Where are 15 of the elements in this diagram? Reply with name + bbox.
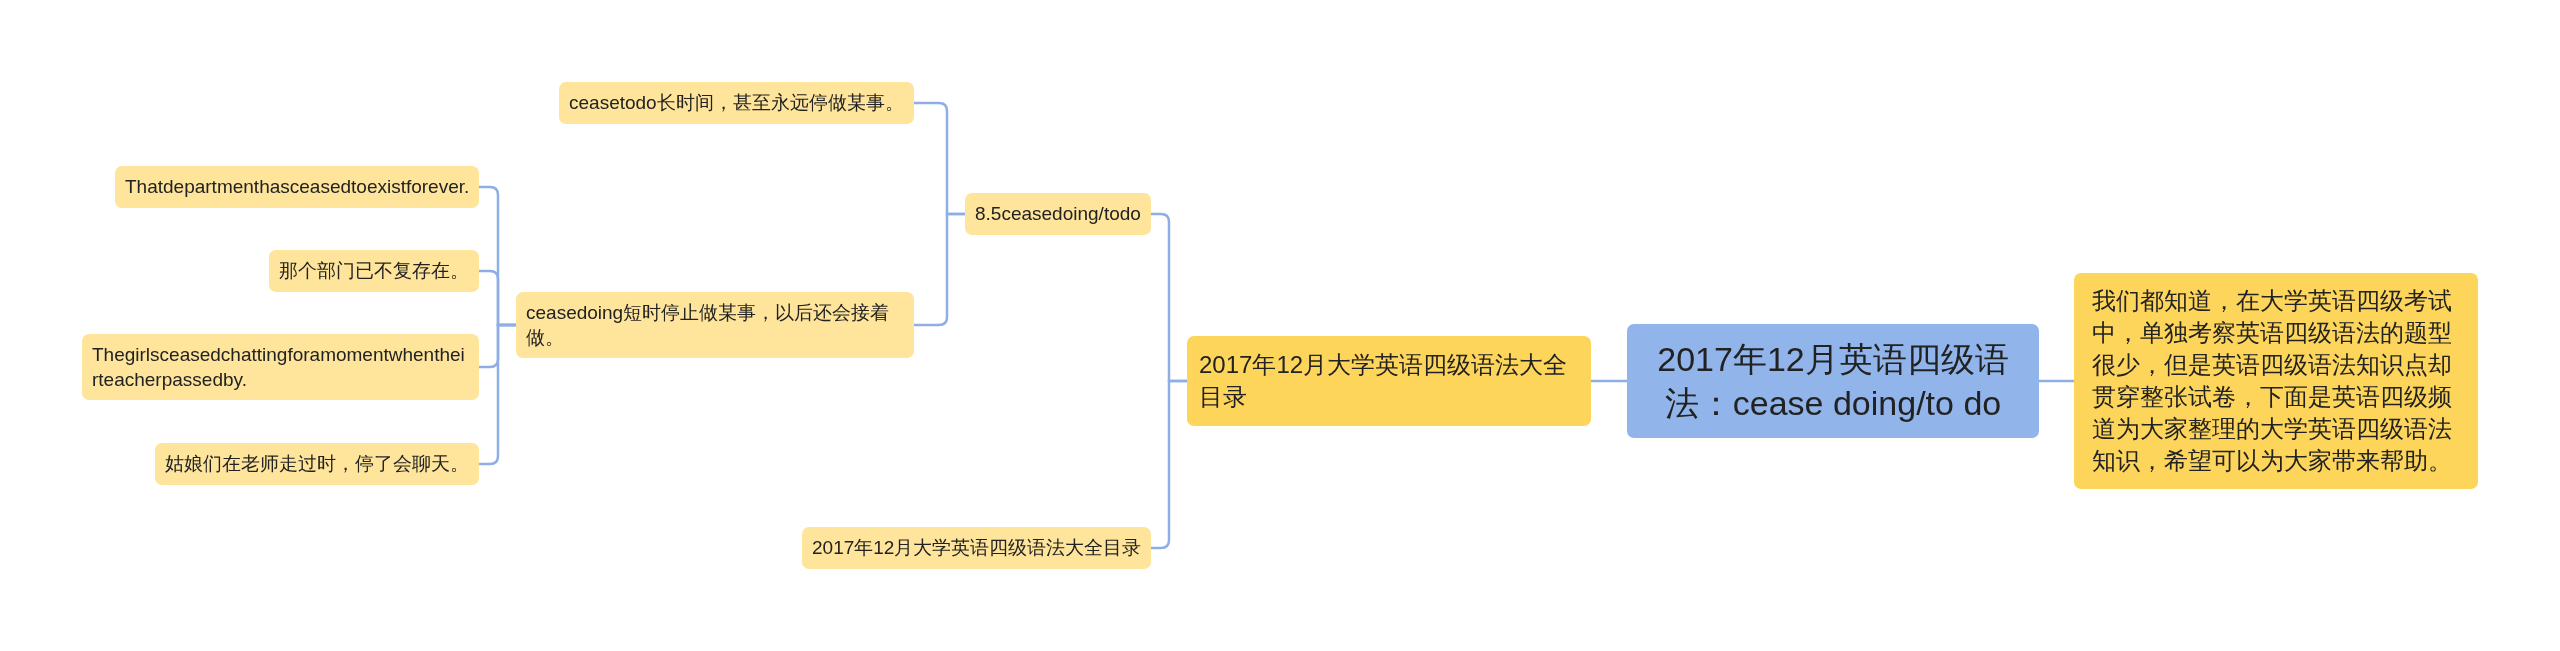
connector-line xyxy=(1591,379,1627,383)
central-topic-box: 2017年12月英语四级语法：cease doing/to do xyxy=(1627,324,2039,438)
connector-line xyxy=(2039,379,2074,383)
topic-box: Thatdepartmenthasceasedtoexistforever. xyxy=(115,166,480,208)
topic-box: Thegirlsceasedchattingforamomentwhentheirteacherpassedby. xyxy=(82,334,479,400)
topic-box: 2017年12月大学英语四级语法大全目录 xyxy=(1187,336,1591,426)
topic-box: 那个部门已不复存在。 xyxy=(269,250,479,292)
connector-line xyxy=(1151,379,1187,550)
topic-box: 8.5ceasedoing/todo xyxy=(965,193,1151,235)
topic-box: ceasedoing短时停止做某事，以后还会接着做。 xyxy=(516,292,914,358)
topic-box: 姑娘们在老师走过时，停了会聊天。 xyxy=(155,443,479,485)
topic-box: 我们都知道，在大学英语四级考试中，单独考察英语四级语法的题型很少，但是英语四级语法知识点却贯穿整张试卷，下面是英语四级频道为大家整理的大学英语四级语法知识，希望可以为大家带来帮助。 xyxy=(2074,273,2478,489)
connector-line xyxy=(479,323,516,466)
topic-box: 2017年12月大学英语四级语法大全目录 xyxy=(802,527,1152,569)
topic-box: ceasetodo长时间，甚至永远停做某事。 xyxy=(559,82,914,124)
